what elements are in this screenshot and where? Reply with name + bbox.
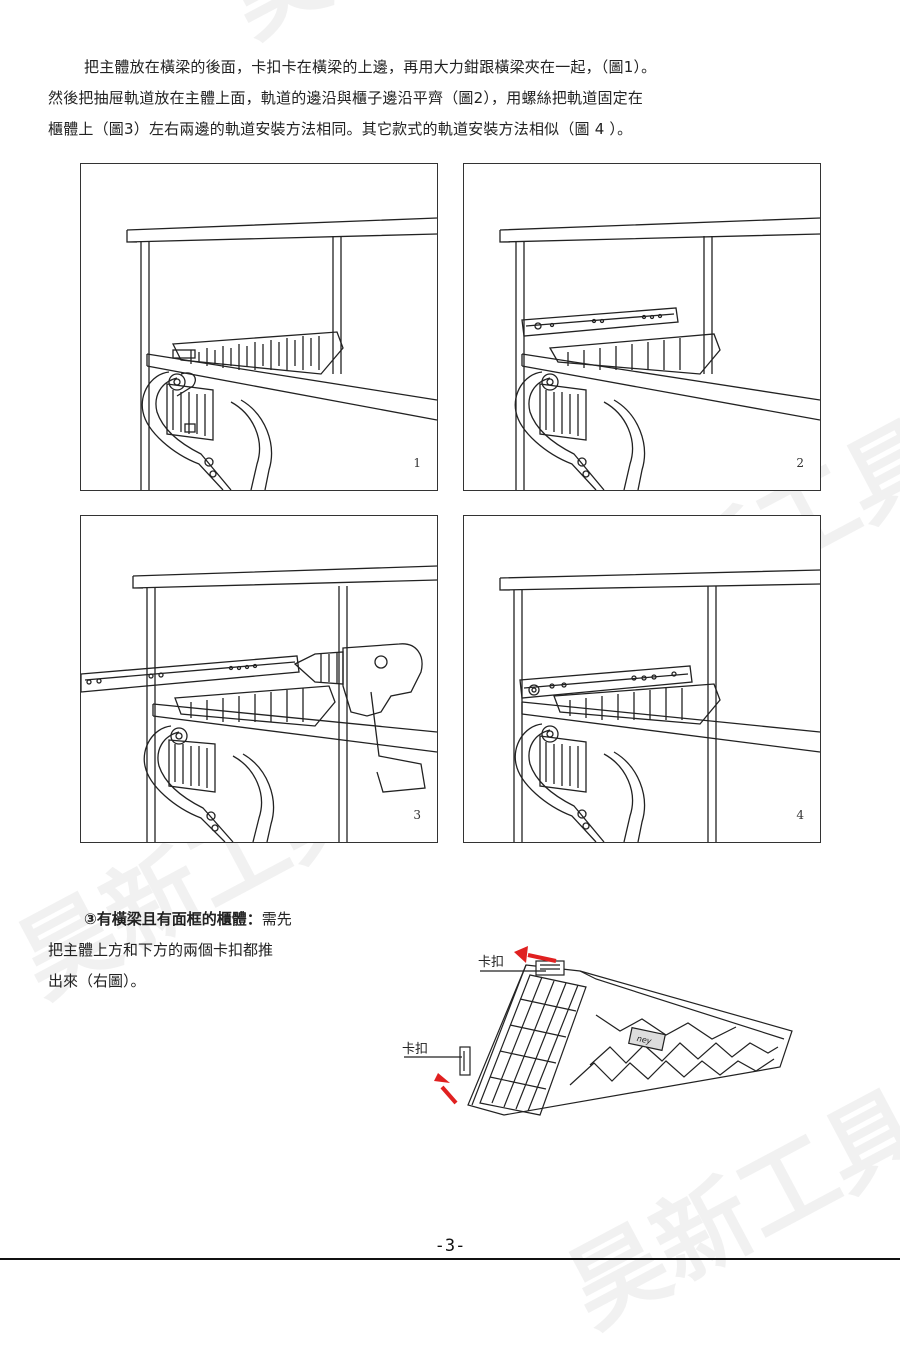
clip-label-top: 卡扣 xyxy=(478,955,505,970)
section-3-line-3: 出來（右圖）。 xyxy=(48,972,146,990)
figure-number-1: 1 xyxy=(413,456,421,470)
push-arrow-top xyxy=(514,946,557,963)
figure-number-2: 2 xyxy=(796,456,804,470)
figure-number-3: 3 xyxy=(413,808,421,822)
jig-clip-illustration: ney xyxy=(404,946,793,1116)
clip-label-bottom: 卡扣 xyxy=(402,1042,429,1057)
intro-line-1: 把主體放在橫梁的後面，卡扣卡在橫梁的上邊，再用大力鉗跟橫梁夾在一起，（圖1）。 xyxy=(84,58,657,76)
intro-line-3: 櫃體上（圖3）左右兩邊的軌道安裝方法相同。其它款式的軌道安裝方法相似（圖 4 ）… xyxy=(48,120,633,138)
section-3-title: ③有橫梁且有面框的櫃體： xyxy=(84,910,262,928)
figure-1: 1 xyxy=(80,163,438,491)
page-number: -3- xyxy=(434,1236,466,1256)
cabinet-clamp-illustration-1 xyxy=(126,217,437,490)
cabinet-rail-illustration-2 xyxy=(499,217,820,490)
section-3-text: ③有橫梁且有面框的櫃體：需先 把主體上方和下方的兩個卡扣都推 出來（右圖）。 xyxy=(48,904,348,997)
logo-text: ney xyxy=(636,1034,653,1046)
section-3-line-2: 把主體上方和下方的兩個卡扣都推 xyxy=(48,941,274,959)
cabinet-drill-illustration-3 xyxy=(81,565,437,842)
intro-paragraph: 把主體放在橫梁的後面，卡扣卡在橫梁的上邊，再用大力鉗跟橫梁夾在一起，（圖1）。 … xyxy=(48,52,838,145)
section-3-first-line: ③有橫梁且有面框的櫃體：需先 xyxy=(48,904,348,935)
figure-2: 2 xyxy=(463,163,821,491)
section-3-line-1: 需先 xyxy=(261,910,292,928)
footer-divider xyxy=(0,1258,900,1260)
figure-4: 4 xyxy=(463,515,821,843)
cabinet-rail-illustration-4 xyxy=(499,569,820,842)
jig-clip-diagram: ney 卡扣 卡扣 xyxy=(380,935,820,1135)
push-arrow-bottom xyxy=(434,1073,458,1105)
intro-line-2: 然後把抽屉軌道放在主體上面，軌道的邊沿與櫃子邊沿平齊（圖2），用螺絲把軌道固定在 xyxy=(48,89,644,107)
figure-number-4: 4 xyxy=(796,808,804,822)
figure-3: 3 xyxy=(80,515,438,843)
